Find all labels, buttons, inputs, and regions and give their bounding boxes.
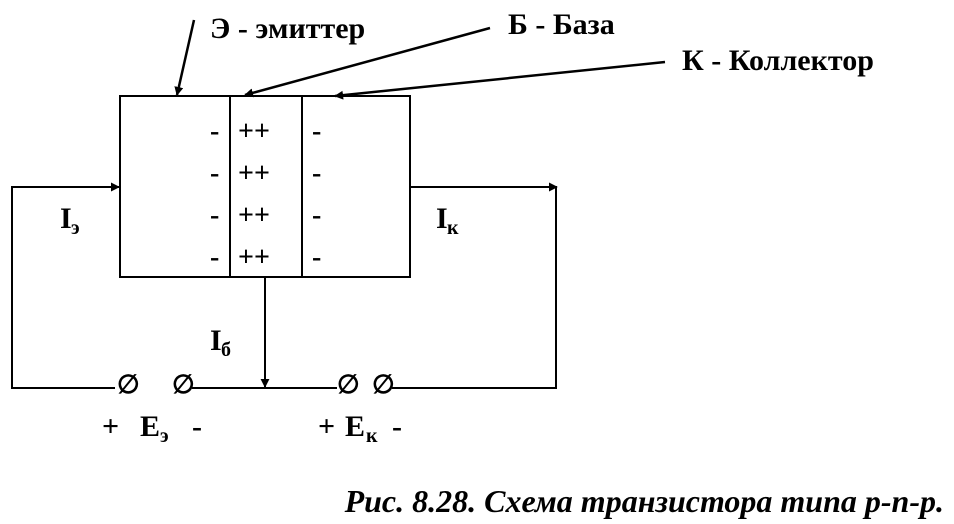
- collector-source-minus: -: [392, 410, 402, 443]
- emitter-source-main: E: [140, 410, 160, 443]
- emitter-charges: - - - -: [210, 116, 219, 273]
- base-charge: ++: [238, 116, 270, 147]
- collector-charge: -: [312, 116, 321, 147]
- emitter-charge: -: [210, 116, 219, 147]
- base-charges: ++ ++ ++ ++: [238, 116, 270, 273]
- base-charge: ++: [238, 242, 270, 273]
- base-current-main: I: [210, 324, 222, 357]
- base-charge: ++: [238, 158, 270, 189]
- emitter-wire: [11, 186, 118, 389]
- base-charge: ++: [238, 200, 270, 231]
- emitter-current-sub: э: [71, 217, 80, 239]
- base-current-sub: б: [221, 339, 231, 361]
- emitter-pointer-arrow: [174, 19, 196, 96]
- collector-label: К - Коллектор: [682, 44, 874, 77]
- collector-pointer-arrow: [334, 60, 666, 100]
- collector-charge: -: [312, 242, 321, 273]
- base-current-label: I б: [210, 324, 231, 361]
- emitter-charge: -: [210, 200, 219, 231]
- terminal-symbol: ∅: [172, 370, 195, 399]
- emitter-charge: -: [210, 242, 219, 273]
- emitter-source-minus: -: [192, 410, 202, 443]
- collector-wire: [392, 186, 557, 389]
- emitter-label: Э - эмиттер: [210, 12, 365, 45]
- collector-charges: - - - -: [312, 116, 321, 273]
- figure-caption: Рис. 8.28. Схема транзистора типа p-n-p.: [344, 483, 944, 519]
- terminal-symbol: ∅: [372, 370, 395, 399]
- emitter-current-main: I: [60, 202, 72, 235]
- collector-source-plus: +: [318, 410, 335, 443]
- collector-charge: -: [312, 200, 321, 231]
- collector-source-sub: к: [366, 425, 378, 447]
- terminal-symbol: ∅: [117, 370, 140, 399]
- base-label: Б - База: [508, 8, 615, 41]
- emitter-source-plus: +: [102, 410, 119, 443]
- collector-source-main: E: [345, 410, 365, 443]
- collector-current-label: I к: [436, 202, 459, 239]
- emitter-source-sub: э: [160, 425, 169, 447]
- collector-charge: -: [312, 158, 321, 189]
- collector-current-sub: к: [447, 217, 459, 239]
- emitter-charge: -: [210, 158, 219, 189]
- collector-source-label: + E к -: [318, 410, 402, 447]
- collector-current-main: I: [436, 202, 448, 235]
- emitter-current-label: I э: [60, 202, 80, 239]
- base-pointer-arrow: [244, 26, 491, 98]
- terminal-symbol: ∅: [337, 370, 360, 399]
- emitter-source-label: + E э -: [102, 410, 202, 447]
